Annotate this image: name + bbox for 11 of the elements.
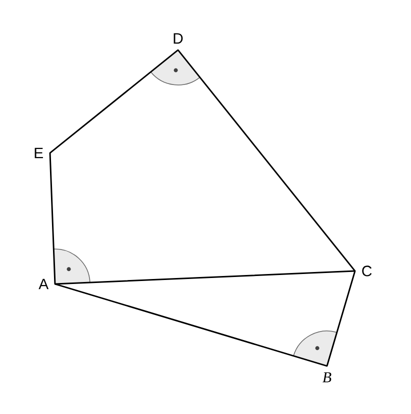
- vertex-label: C: [362, 266, 372, 276]
- polygon-side: [54, 283, 328, 367]
- vertex-label: D: [174, 33, 183, 44]
- polygon-side: [49, 49, 179, 154]
- diagonal-line: [54, 270, 356, 285]
- vertex-label: B: [322, 372, 332, 382]
- polygon-side: [177, 49, 356, 272]
- polygon-side: [49, 152, 56, 285]
- polygon-side: [326, 270, 356, 367]
- vertex-label: A: [38, 278, 49, 290]
- vertex-label: E: [34, 148, 43, 158]
